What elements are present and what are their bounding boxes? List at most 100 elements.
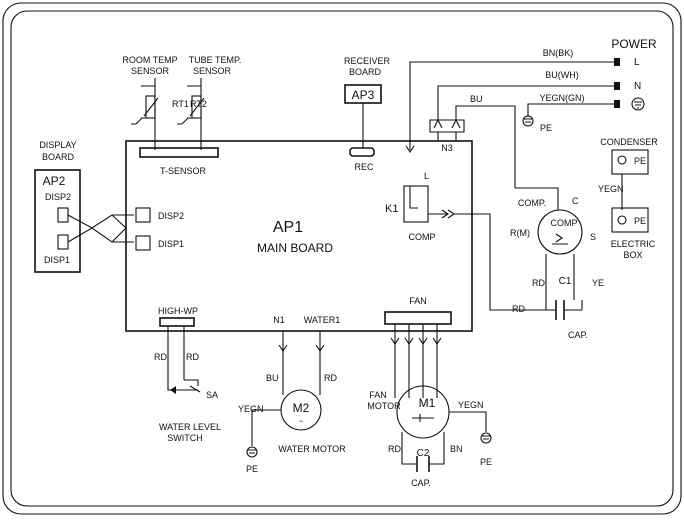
condenser-pe-bottom: PE: [634, 216, 646, 226]
l-terminal-label: L: [634, 57, 640, 68]
water-motor-pe: PE: [246, 464, 258, 474]
c2-wires: [401, 432, 445, 465]
room-sensor-probe: [131, 117, 143, 125]
condenser-yegn-label: YEGN: [598, 184, 624, 194]
condenser-pe-top: PE: [634, 156, 646, 166]
pe-line: [527, 103, 614, 116]
c2-cap-label: CAP.: [411, 478, 431, 488]
room-sensor-wires: [141, 78, 156, 150]
high-wp-rd-right: RD: [186, 352, 199, 362]
compressor: [537, 209, 583, 255]
c2-label: C2: [417, 448, 430, 459]
c1-capacitor: [555, 300, 565, 320]
bu-line: [455, 105, 516, 188]
water-level-switch: [176, 379, 201, 393]
fan-motor-label-line1: FAN: [369, 390, 387, 400]
comp-c-label: C: [572, 196, 579, 206]
water-motor-yegn: YEGN: [238, 404, 264, 414]
fan-pe-label: PE: [480, 457, 492, 467]
power-title: POWER: [611, 37, 657, 51]
k1-label: K1: [385, 203, 398, 215]
n-wire-label: BU(WH): [545, 70, 579, 80]
comp-s-label: S: [590, 232, 596, 242]
comp-title: COMP.: [518, 198, 546, 208]
pe-terminal: [614, 100, 620, 108]
switch-label-line2: SWITCH: [167, 433, 203, 443]
water-motor-rd-label: RD: [324, 373, 337, 383]
water1-label: WATER1: [304, 315, 341, 325]
c1-label: C1: [559, 276, 572, 287]
l-line: [409, 61, 614, 150]
n3-label: N3: [441, 143, 453, 153]
fan-motor-label-line2: MOTOR: [367, 401, 401, 411]
switch-sa-label: SA: [206, 390, 218, 400]
tube-sensor-label-line2: SENSOR: [193, 66, 232, 76]
display-port-top: DISP2: [45, 192, 71, 202]
comp-ye-label: YE: [592, 278, 604, 288]
n-terminal: [614, 82, 620, 90]
tube-sensor-label-line1: TUBE TEMP.: [189, 55, 242, 65]
display-port-bottom: DISP1: [44, 255, 70, 265]
power-ground-icon: [631, 97, 645, 111]
comp-windings: [545, 254, 575, 300]
disp1-connector: [135, 235, 151, 251]
fan-connector: [384, 311, 452, 325]
electric-box-line2: BOX: [623, 250, 642, 260]
fan-connector-label: FAN: [409, 296, 427, 306]
rt1-label: RT1: [172, 99, 189, 109]
rec-connector: [349, 147, 375, 157]
c2-capacitor: [416, 456, 430, 472]
room-sensor-label-line1: ROOM TEMP: [122, 55, 177, 65]
water-motor-name: WATER MOTOR: [278, 444, 346, 454]
display-board-label-line2: BOARD: [42, 152, 75, 162]
condenser-pe-box: [611, 149, 649, 175]
high-wp-rd-left: RD: [154, 352, 167, 362]
k1-comp-label: COMP: [409, 232, 436, 242]
comp-r-label: R(M): [510, 228, 530, 238]
display-socket-top: [57, 207, 69, 223]
electric-box-line1: ELECTRIC: [611, 239, 656, 249]
electric-box-pe: [611, 207, 649, 233]
tube-sensor-probe: [177, 117, 189, 125]
condenser-title: CONDENSER: [600, 137, 658, 147]
rt2-label: RT2: [190, 99, 207, 109]
room-sensor-thermistor: [145, 95, 156, 119]
n-terminal-label: N: [634, 81, 641, 92]
pe-wire-label: YEGN(GN): [540, 93, 585, 103]
disp2-connector: [135, 207, 151, 223]
outer-frame: [2, 2, 682, 515]
switch-label-line1: WATER LEVEL: [159, 422, 221, 432]
k1-contact-label: L: [424, 171, 429, 181]
c1-rd-label: RD: [512, 304, 525, 314]
t-sensor-connector: [139, 147, 219, 158]
tube-sensor-thermistor: [191, 95, 202, 119]
n-line: [437, 85, 614, 120]
fan-bn-label: BN: [450, 444, 463, 454]
water-motor-id: M2: [293, 401, 310, 415]
l-wire-label: BN(BK): [543, 48, 574, 58]
disp2-connector-label: DISP2: [158, 211, 184, 221]
main-board: [125, 140, 473, 332]
main-board-id: AP1: [273, 219, 303, 236]
display-board-label-line1: DISPLAY: [39, 140, 76, 150]
display-socket-bottom: [57, 234, 69, 250]
main-board-name: MAIN BOARD: [257, 241, 333, 255]
svg-text:~: ~: [299, 417, 304, 426]
bu-label: BU: [470, 94, 483, 104]
n3-connector: [429, 119, 465, 133]
c1-cap-label: CAP.: [568, 330, 588, 340]
t-sensor-label: T-SENSOR: [160, 166, 207, 176]
l-terminal: [614, 58, 620, 66]
high-wp-connector: [159, 317, 195, 327]
water-motor-bu-label: BU: [266, 373, 279, 383]
disp1-connector-label: DISP1: [158, 239, 184, 249]
water-motor-wires: [282, 331, 321, 395]
electric-box-ground-icon: [617, 215, 627, 225]
condenser-ground-icon: [617, 155, 627, 165]
high-wp-label: HIGH-WP: [158, 306, 198, 316]
receiver-board-id: AP3: [352, 88, 375, 102]
fan-wires: [394, 324, 438, 398]
tube-sensor-wires: [187, 78, 202, 150]
fan-ground-icon: [480, 432, 492, 444]
